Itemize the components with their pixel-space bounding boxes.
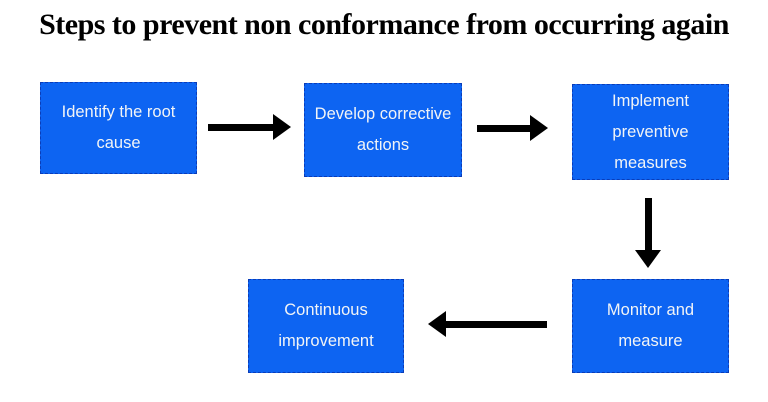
flowchart-node-develop-corrective-actions: Develop corrective actions [304, 83, 462, 177]
flowchart-node-implement-preventive-measures: Implement preventive measures [572, 84, 729, 180]
arrow-head-right-icon [530, 115, 548, 141]
arrow-shaft [444, 320, 547, 328]
connector-arrow-left-monitor-to-continuous [428, 311, 547, 337]
arrow-shaft [477, 124, 532, 132]
arrow-head-right-icon [273, 114, 291, 140]
diagram-title: Steps to prevent non conformance from oc… [39, 8, 729, 41]
node-label: Develop corrective actions [314, 105, 452, 154]
node-label: Implement preventive measures [611, 91, 690, 172]
arrow-head-down-icon [635, 250, 661, 268]
arrow-shaft [645, 198, 652, 252]
flowchart-node-identify-root-cause: Identify the root cause [40, 82, 197, 174]
arrow-shaft [208, 123, 275, 131]
connector-arrow-right-identify-to-develop [208, 114, 291, 140]
node-label: Monitor and measure [606, 301, 695, 350]
arrow-head-left-icon [428, 311, 446, 337]
connector-arrow-right-develop-to-implement [477, 115, 548, 141]
node-label: Continuous improvement [278, 301, 374, 350]
connector-arrow-down-implement-to-monitor [635, 198, 662, 268]
flowchart-node-monitor-and-measure: Monitor and measure [572, 279, 729, 373]
node-label: Identify the root cause [61, 103, 176, 152]
flowchart-node-continuous-improvement: Continuous improvement [248, 279, 404, 373]
